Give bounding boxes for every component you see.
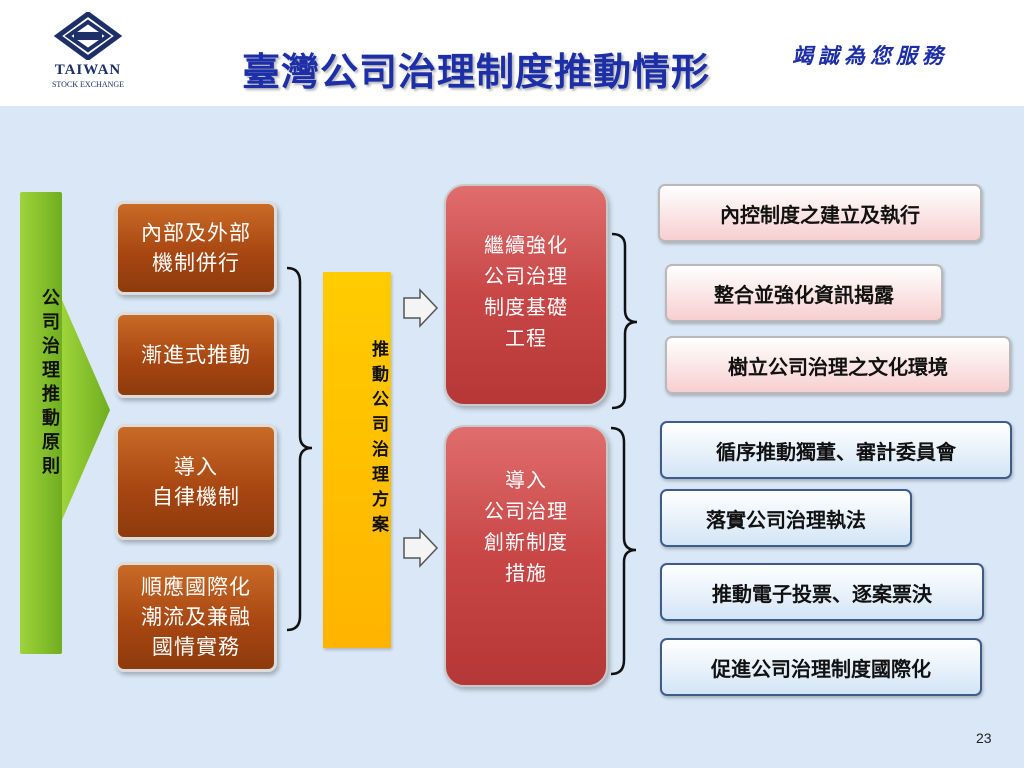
principle-box-4: 順應國際化潮流及兼融國情實務 [115,562,277,672]
brace-foundation-icon [611,232,638,410]
brace-principles-icon [286,266,313,632]
block-arrow-upper-icon [403,288,439,328]
brace-innovation-icon [610,426,637,676]
item-disclosure: 整合並強化資訊揭露 [665,264,943,322]
item-e-voting: 推動電子投票、逐案票決 [660,563,984,621]
principle-box-3: 導入自律機制 [115,424,277,540]
principle-bar: 公司治理推動原則 [20,192,62,654]
page-number: 23 [976,730,992,746]
item-culture: 樹立公司治理之文化環境 [665,336,1011,394]
item-enforcement: 落實公司治理執法 [660,489,912,547]
principle-label: 公司治理推動原則 [39,288,60,480]
slogan: 竭誠為您服務 [792,43,948,68]
principle-box-2: 漸進式推動 [115,312,277,398]
header: TAIWAN STOCK EXCHANGE 臺灣公司治理制度推動情形 竭誠為您服… [0,0,1024,106]
twse-logo: TAIWAN STOCK EXCHANGE [38,10,138,92]
logo-word: TAIWAN [54,62,122,78]
block-arrow-lower-icon [403,528,439,568]
diamond-logo-icon [53,10,123,62]
logo-subtitle: STOCK EXCHANGE [51,80,125,89]
plan-label: 推動公司治理方案 [368,340,388,540]
item-independent-directors: 循序推動獨董、審計委員會 [660,421,1012,479]
arrow-right-icon [62,300,110,520]
principle-box-1: 內部及外部機制併行 [115,201,277,295]
plan-bar: 推動公司治理方案 [323,272,391,648]
pillar-box-foundation: 繼續強化公司治理制度基礎工程 [444,184,608,406]
item-internal-control: 內控制度之建立及執行 [658,184,982,242]
pillar-box-innovation: 導入公司治理創新制度措施 [444,425,608,687]
page-title: 臺灣公司治理制度推動情形 [242,49,711,94]
item-internationalization: 促進公司治理制度國際化 [660,638,982,696]
